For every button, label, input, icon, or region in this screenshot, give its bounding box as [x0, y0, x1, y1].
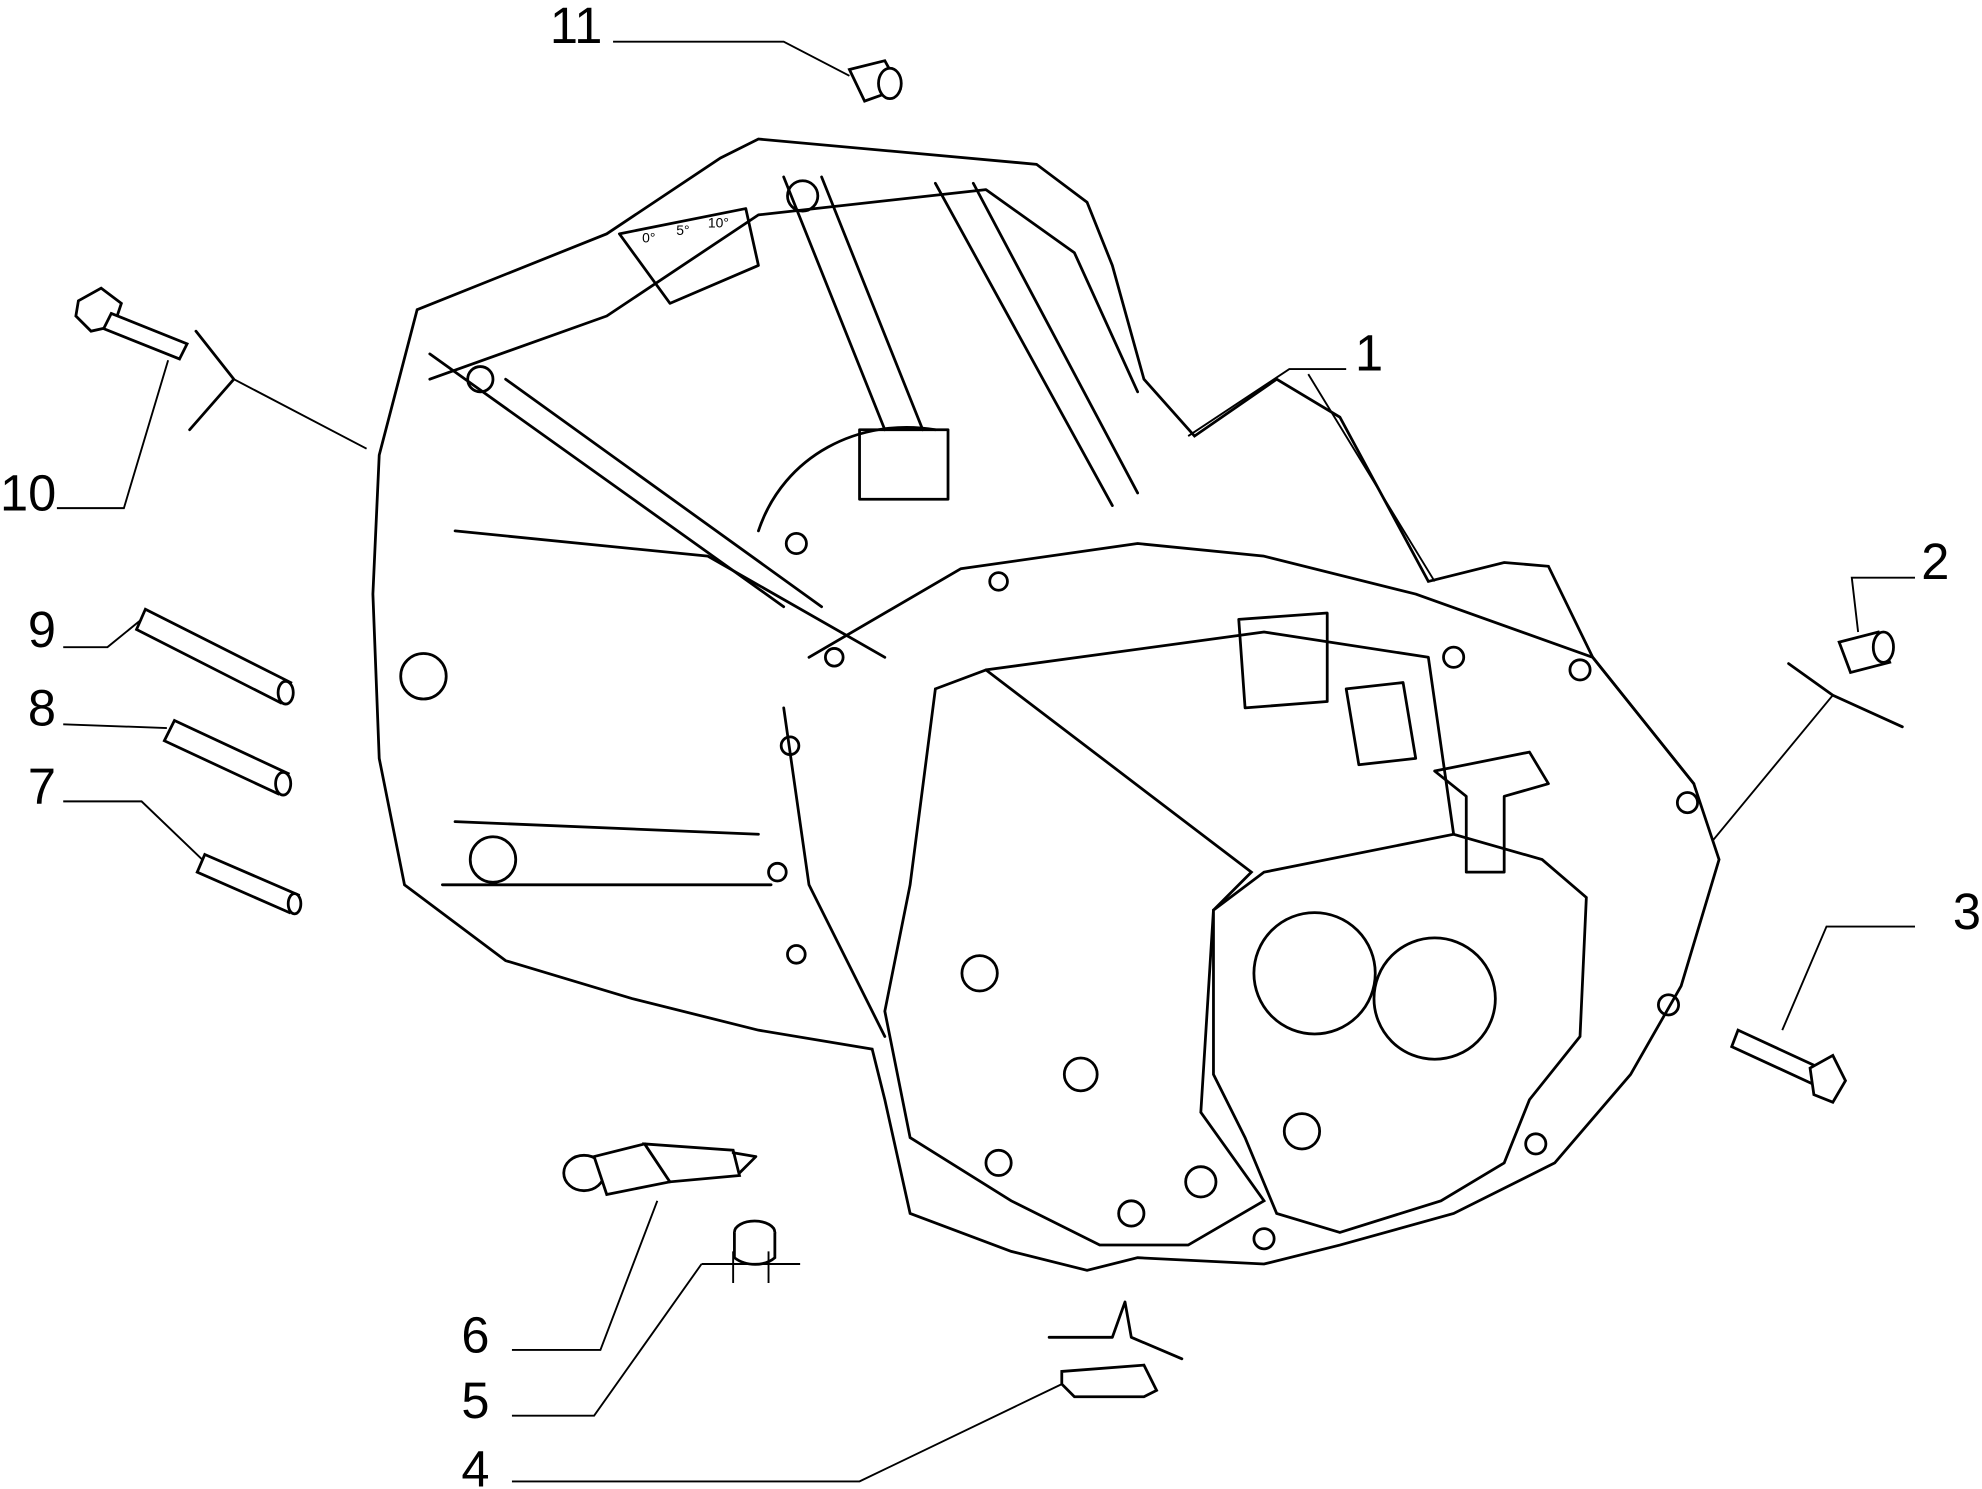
callout-9: 9	[28, 601, 56, 658]
part-7-stud	[195, 852, 303, 916]
scale-mark-10: 10°	[708, 215, 729, 231]
scale-mark-5: 5°	[676, 222, 689, 238]
scale-mark-0: 0°	[642, 230, 655, 246]
part-9-stud	[134, 607, 295, 706]
part-4-plate	[1047, 1300, 1184, 1399]
part-3-bolt	[1729, 1028, 1848, 1104]
callout-1: 1	[1355, 324, 1383, 381]
callout-6: 6	[461, 1306, 489, 1363]
callout-10: 10	[0, 465, 56, 522]
part-2-bush	[1712, 630, 1904, 842]
callout-4: 4	[461, 1440, 489, 1489]
callout-2: 2	[1921, 533, 1949, 590]
callout-8: 8	[28, 680, 56, 737]
leader-lines	[56, 40, 1915, 1483]
gearbox-housing: 0° 5° 10°	[371, 137, 1721, 1272]
part-11-bush	[847, 59, 903, 103]
callout-11: 11	[550, 0, 602, 54]
part-10-bolt	[74, 286, 368, 450]
part-8-stud	[162, 718, 293, 797]
callout-3: 3	[1953, 883, 1981, 940]
callout-7: 7	[28, 758, 56, 815]
callout-5: 5	[461, 1372, 489, 1429]
part-5-shim	[701, 1219, 801, 1283]
part-6-sensor	[562, 1142, 758, 1197]
